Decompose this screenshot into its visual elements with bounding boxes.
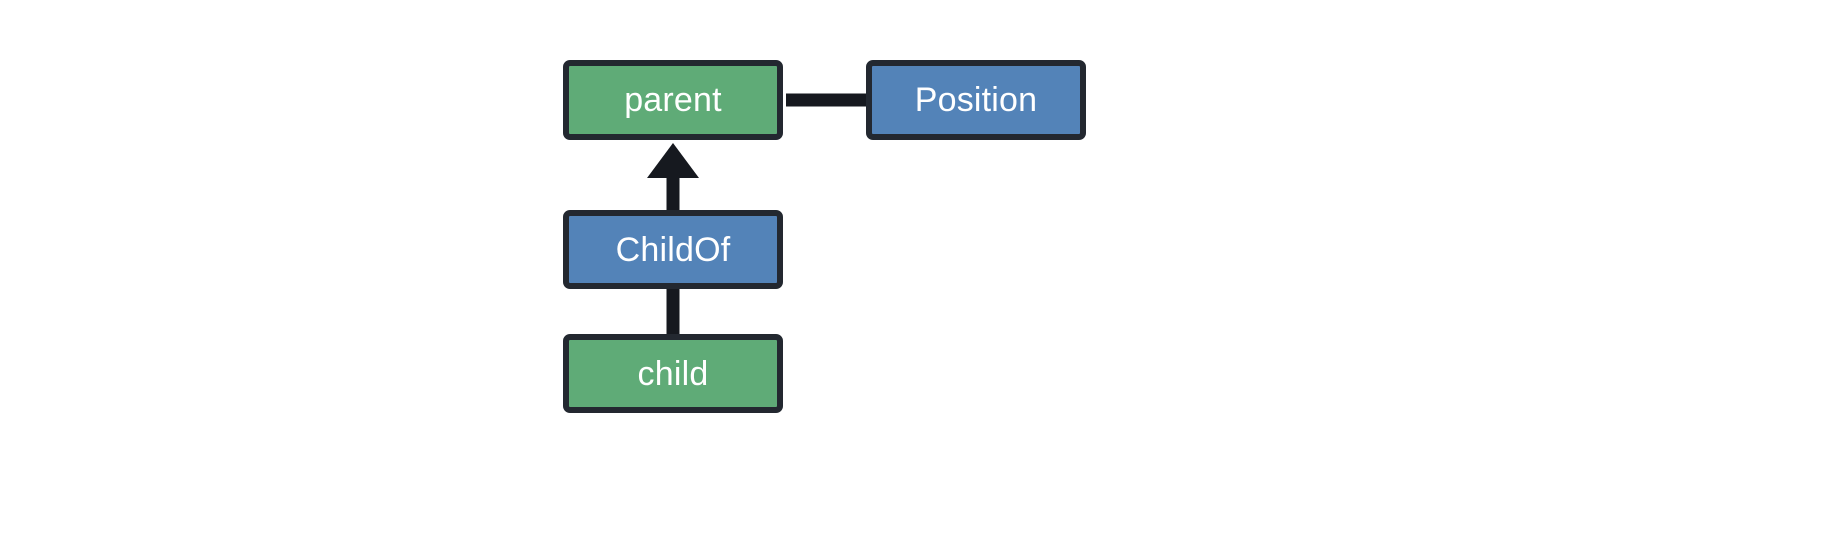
node-childof[interactable]: ChildOf: [563, 210, 783, 289]
node-child-label: child: [637, 354, 709, 393]
node-parent-label: parent: [624, 81, 722, 119]
edge-childof-to-parent: [647, 143, 699, 212]
node-child[interactable]: child: [563, 334, 783, 413]
node-parent[interactable]: parent: [563, 60, 783, 140]
node-position[interactable]: Position: [866, 60, 1086, 140]
node-position-label: Position: [914, 81, 1038, 119]
arrowhead-icon: [647, 143, 699, 178]
node-childof-label: ChildOf: [615, 230, 731, 269]
